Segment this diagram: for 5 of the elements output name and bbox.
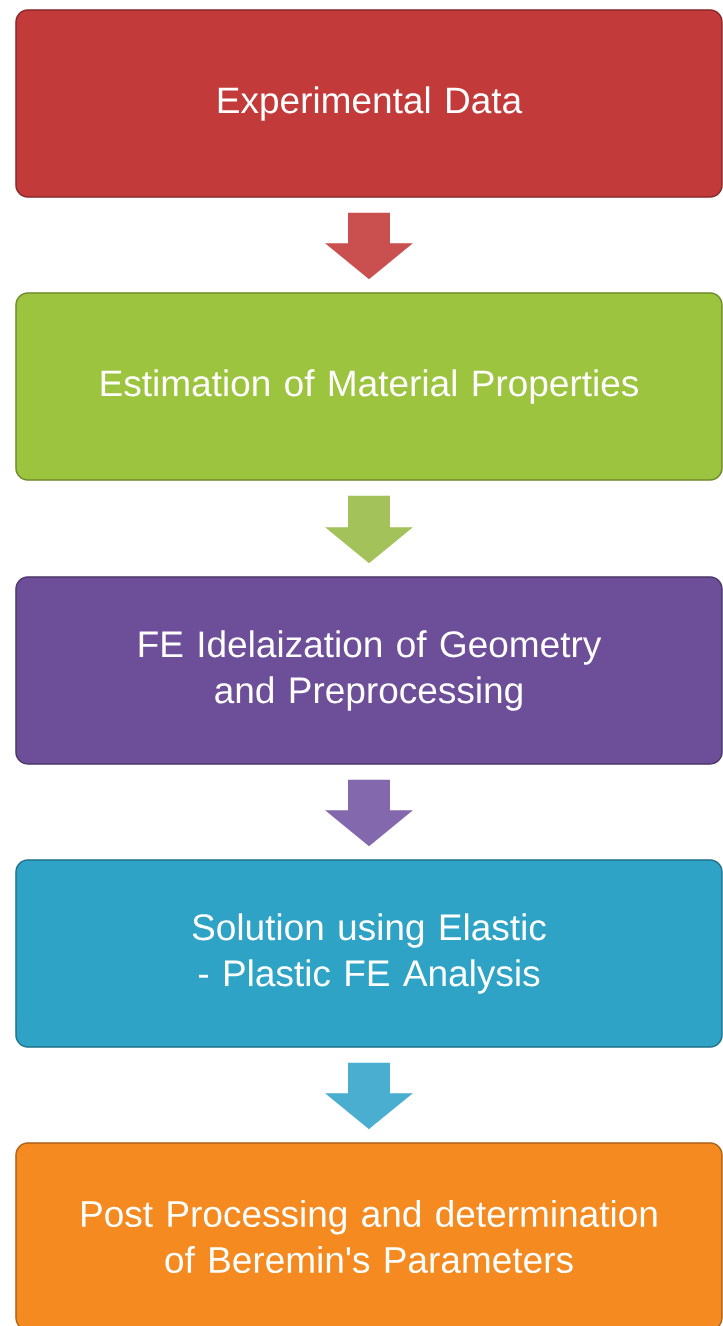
- process-box: Estimation of Material Properties: [15, 292, 723, 481]
- process-box: Post Processing and determination of Beremin's Parameters: [15, 1142, 723, 1326]
- process-box: FE Idelaization of Geometry and Preprocessing: [15, 576, 723, 765]
- process-box: Solution using Elastic - Plastic FE Analysis: [15, 859, 723, 1048]
- process-box: Experimental Data: [15, 9, 723, 198]
